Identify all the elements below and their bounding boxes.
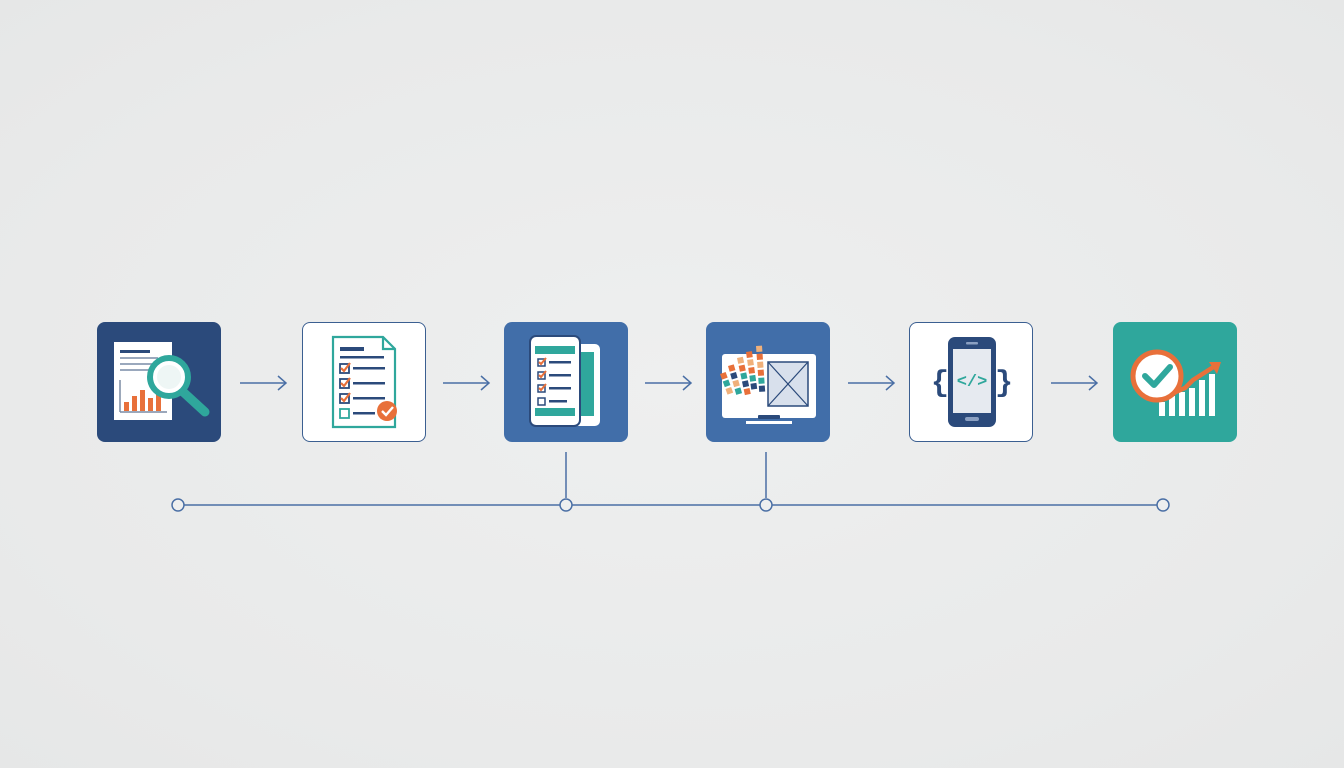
- report-search-icon: [114, 342, 210, 420]
- color-palette-screen-icon: [720, 345, 816, 424]
- step-research: [97, 322, 221, 442]
- step-launch: [1113, 322, 1237, 442]
- step-requirements: [302, 322, 426, 442]
- svg-text:{: {: [931, 367, 949, 401]
- step-mobile-planning: [504, 322, 628, 442]
- growth-check-icon: [1130, 349, 1221, 416]
- svg-text:}: }: [995, 367, 1013, 401]
- checklist-document-icon: [331, 335, 397, 429]
- timeline-node: [759, 498, 773, 512]
- step-development: </> { }: [909, 322, 1033, 442]
- arrow-connector: [443, 375, 491, 391]
- timeline-node: [1156, 498, 1170, 512]
- svg-text:</>: </>: [957, 373, 988, 392]
- timeline-node: [559, 498, 573, 512]
- arrow-connector: [848, 375, 896, 391]
- mobile-checklist-icon: [529, 335, 600, 427]
- arrow-connector: [1051, 375, 1099, 391]
- timeline-node: [171, 498, 185, 512]
- arrow-connector: [240, 375, 288, 391]
- step-design: [706, 322, 830, 442]
- arrow-connector: [645, 375, 693, 391]
- mobile-code-icon: </> { }: [931, 337, 1013, 427]
